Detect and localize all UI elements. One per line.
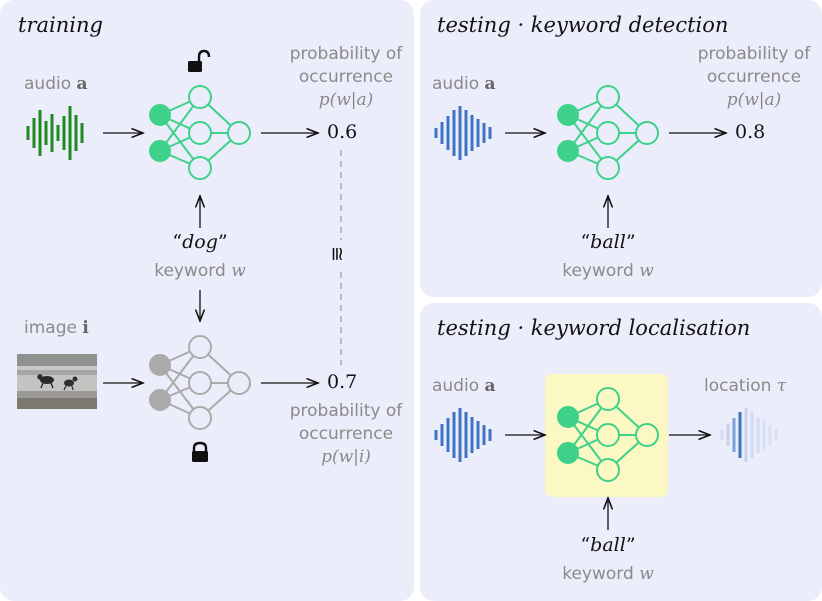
training-prob-label-image: probability of occurrence p(w|i) [289, 401, 403, 467]
training-audio-label: audio a [24, 74, 88, 94]
localisation-keyword: “ball” [580, 534, 636, 556]
detection-title: testing · keyword detection [437, 13, 729, 37]
localisation-keyword-caption: keyword w [562, 564, 654, 584]
training-audio-value: 0.6 [327, 121, 358, 143]
detection-panel [420, 0, 822, 297]
detection-prob-label: probability of occurrence p(w|a) [697, 44, 811, 110]
training-title: training [18, 13, 103, 37]
training-prob-label-audio: probability of occurrence p(w|a) [289, 44, 403, 110]
training-keyword: “dog” [172, 231, 228, 253]
locked-padlock-icon [192, 441, 208, 462]
blue-waveform-icon [434, 408, 492, 462]
unlocked-padlock-icon [188, 49, 211, 72]
green-waveform-icon [26, 106, 84, 160]
training-keyword-caption: keyword w [154, 261, 246, 281]
detection-keyword-caption: keyword w [562, 261, 654, 281]
dog-photo-image [17, 354, 97, 409]
training-graphics [17, 49, 342, 462]
localisation-audio-label: audio a [432, 376, 496, 396]
audio-network-icon [149, 85, 251, 180]
localisation-network-icon [557, 387, 659, 482]
detection-value: 0.8 [735, 121, 766, 143]
detection-keyword: “ball” [580, 231, 636, 253]
blue-waveform-icon [434, 106, 492, 160]
detection-audio-label: audio a [432, 74, 496, 94]
localised-waveform-icon [720, 408, 778, 462]
localisation-output-label: location τ [704, 376, 787, 396]
image-network-icon [149, 335, 251, 430]
localisation-title: testing · keyword localisation [437, 316, 751, 340]
training-image-label: image i [24, 318, 89, 338]
training-image-value: 0.7 [327, 371, 358, 393]
detection-network-icon [557, 85, 659, 180]
